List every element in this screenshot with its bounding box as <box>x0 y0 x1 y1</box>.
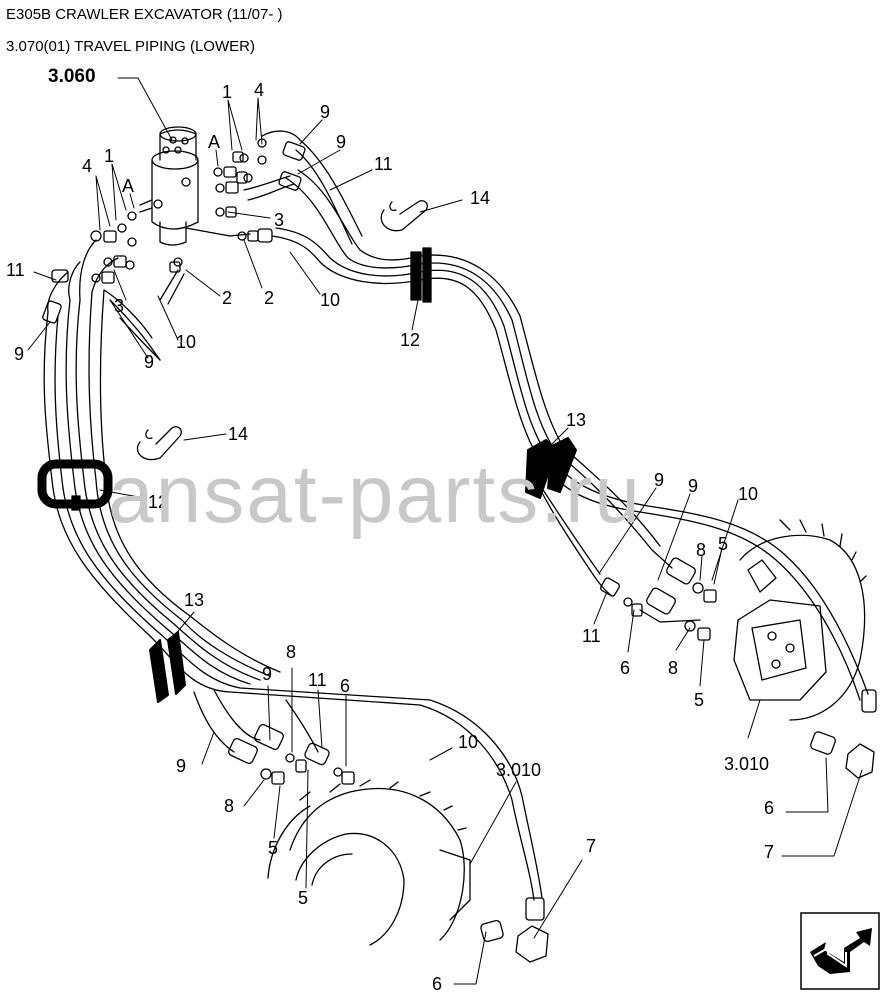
callout-10: 10 <box>458 732 478 752</box>
right-hose-bundle <box>243 130 877 713</box>
callout-2: 2 <box>264 288 274 308</box>
callout-A: A <box>208 132 220 152</box>
callout-11: 11 <box>374 154 393 174</box>
callout-11: 11 <box>582 626 601 646</box>
hose-10-lower <box>419 704 535 901</box>
callout-2: 2 <box>222 288 232 308</box>
callout-9: 9 <box>654 470 664 490</box>
callout-3010: 3.010 <box>724 754 769 774</box>
callout-10: 10 <box>176 332 196 352</box>
callout-8: 8 <box>224 796 234 816</box>
callout-3010: 3.010 <box>496 760 541 780</box>
swivel-joint <box>139 126 251 246</box>
callout-14: 14 <box>470 188 490 208</box>
callout-13: 13 <box>184 590 204 610</box>
clamp-13-right <box>525 437 577 499</box>
callout-12: 12 <box>400 330 420 350</box>
callout-4: 4 <box>254 80 264 100</box>
page-title: E305B CRAWLER EXCAVATOR (11/07- ) <box>6 6 283 23</box>
callout-3060: 3.060 <box>48 66 96 87</box>
callout-9: 9 <box>688 476 698 496</box>
callout-9: 9 <box>144 352 154 372</box>
callout-5: 5 <box>268 838 278 858</box>
callout-8: 8 <box>668 658 678 678</box>
callout-8: 8 <box>286 642 296 662</box>
callout-9: 9 <box>262 664 272 684</box>
callout-11: 11 <box>6 260 25 280</box>
watermark: ansat-parts.ru <box>108 449 642 540</box>
callout-11: 11 <box>308 670 327 690</box>
hose-clip-14-mid <box>136 426 182 461</box>
hose-clip-14-top <box>380 200 428 232</box>
callout-8: 8 <box>696 540 706 560</box>
callout-5: 5 <box>718 534 728 554</box>
callout-1: 1 <box>104 146 114 166</box>
clamp-13-left <box>149 631 186 703</box>
clamp-12-top <box>410 247 432 303</box>
callout-10: 10 <box>738 484 758 504</box>
callout-9: 9 <box>14 344 24 364</box>
callout-A: A <box>122 176 134 196</box>
final-drive-lower <box>267 779 471 946</box>
fittings-top <box>169 138 273 273</box>
page-subtitle: 3.070(01) TRAVEL PIPING (LOWER) <box>6 38 255 55</box>
callout-9: 9 <box>176 756 186 776</box>
callout-7: 7 <box>586 836 596 856</box>
callout-1: 1 <box>222 82 232 102</box>
callout-3: 3 <box>274 210 284 230</box>
next-page-arrow-icon[interactable] <box>800 912 880 990</box>
fittings-right <box>600 557 717 641</box>
callout-6: 6 <box>620 658 630 678</box>
clamp-12-left <box>37 459 113 511</box>
callout-6: 6 <box>432 974 442 994</box>
callout-6: 6 <box>340 676 350 696</box>
callout-5: 5 <box>298 888 308 908</box>
callout-7: 7 <box>764 842 774 862</box>
leader-lines <box>27 77 863 985</box>
callout-12: 12 <box>148 492 168 512</box>
callout-labels: 3.060 1 4 A 9 9 11 14 4 1 A 3 11 9 3 2 2… <box>6 66 774 994</box>
fittings-lower-left <box>193 689 355 785</box>
fittings-left <box>90 211 137 284</box>
callout-4: 4 <box>82 156 92 176</box>
callout-6: 6 <box>764 798 774 818</box>
final-drive-right <box>733 519 867 721</box>
callout-9: 9 <box>320 102 330 122</box>
callout-10: 10 <box>320 290 340 310</box>
callout-14: 14 <box>228 424 248 444</box>
callout-5: 5 <box>694 690 704 710</box>
callout-3: 3 <box>114 296 124 316</box>
callout-13: 13 <box>566 410 586 430</box>
callout-9: 9 <box>336 132 346 152</box>
